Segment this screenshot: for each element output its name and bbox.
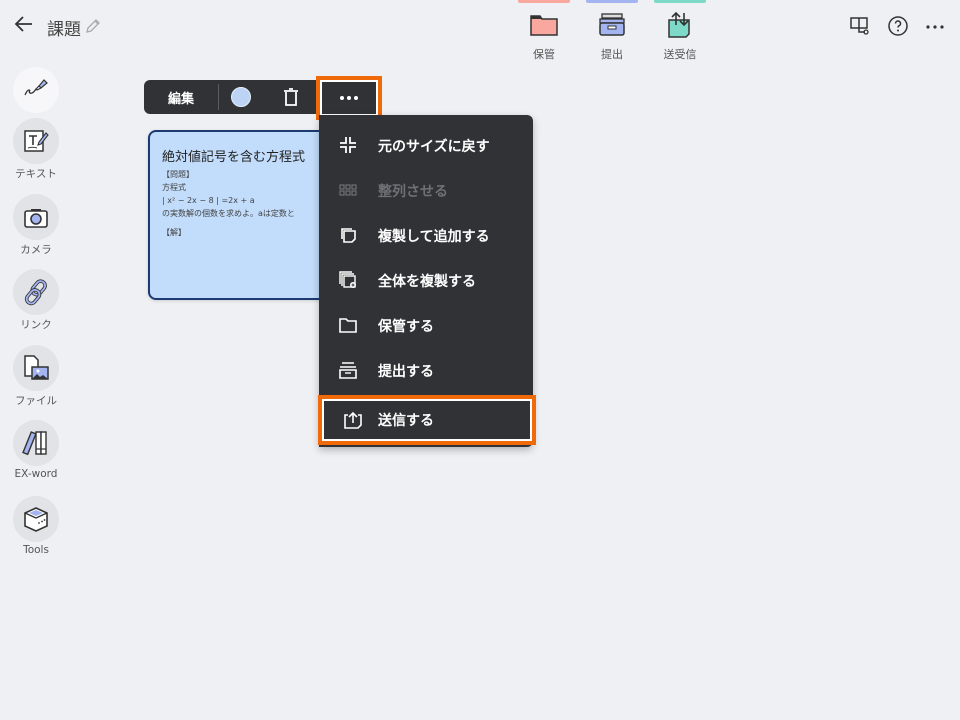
tool-circle <box>13 194 59 240</box>
tool-label: EX-word <box>14 468 58 480</box>
delete-button[interactable] <box>282 87 300 107</box>
dictionary-icon <box>22 431 47 456</box>
card-line: の実数解の個数を求めよ。aは定数と <box>162 209 295 218</box>
tool-camera[interactable]: カメラ <box>10 194 62 257</box>
card-line: | x² − 2x − 8 | =2x + a <box>162 196 255 205</box>
menu-item-label: 整列させる <box>378 184 448 200</box>
menu-item-submit[interactable]: 提出する <box>319 348 533 393</box>
menu-item-restore-size[interactable]: 元のサイズに戻す <box>319 123 533 168</box>
menu-item-send[interactable]: 送信する <box>324 401 530 439</box>
send-icon <box>344 411 362 429</box>
pencil-icon <box>86 19 100 33</box>
grid-align-icon <box>339 184 357 196</box>
divider <box>218 84 219 110</box>
duplicate-all-icon <box>339 271 356 288</box>
tab-storage[interactable]: 保管 <box>510 0 578 68</box>
tool-circle <box>13 420 59 466</box>
drawer-icon <box>339 362 357 379</box>
more-menu-button[interactable] <box>923 14 947 38</box>
context-menu: 元のサイズに戻す 整列させる 複製して追加する 全体を複製する 保管する 提出す… <box>319 115 533 447</box>
tool-circle <box>13 269 59 315</box>
card-line: 方程式 <box>162 183 186 192</box>
dot <box>340 96 344 100</box>
more-horizontal-icon <box>926 25 944 29</box>
tab-indicator <box>586 0 638 3</box>
tool-text[interactable]: テキスト <box>10 118 62 181</box>
folder-icon <box>530 15 558 36</box>
tool-file[interactable]: ファイル <box>10 345 62 408</box>
board-button[interactable] <box>848 14 872 38</box>
top-tabs: 保管 提出 送受信 <box>510 0 720 70</box>
tool-circle <box>13 345 59 391</box>
menu-item-store[interactable]: 保管する <box>319 303 533 348</box>
camera-icon <box>24 209 48 228</box>
card-title: 絶対値記号を含む方程式 <box>162 150 306 165</box>
tab-indicator <box>518 0 570 3</box>
send-receive-icon <box>668 11 690 38</box>
help-icon <box>888 16 908 36</box>
tool-label: テキスト <box>15 168 57 180</box>
card[interactable]: 絶対値記号を含む方程式 【問題】 方程式 | x² − 2x − 8 | =2x… <box>148 130 328 300</box>
color-picker-button[interactable] <box>231 87 251 107</box>
folder-icon <box>339 318 357 333</box>
drawer-icon <box>599 13 625 36</box>
menu-item-label: 提出する <box>378 364 434 380</box>
tool-tools[interactable]: Tools <box>10 496 62 556</box>
duplicate-icon <box>341 228 356 243</box>
menu-item-label: 送信する <box>378 413 434 429</box>
tab-indicator <box>654 0 706 3</box>
tab-submit[interactable]: 提出 <box>578 0 646 68</box>
card-line: 【問題】 <box>162 170 194 179</box>
dot <box>354 96 358 100</box>
menu-item-duplicate-all[interactable]: 全体を複製する <box>319 258 533 303</box>
tab-label: 保管 <box>533 48 555 61</box>
tab-label: 送受信 <box>663 48 697 61</box>
menu-item-label: 元のサイズに戻す <box>378 139 490 155</box>
menu-item-label: 複製して追加する <box>378 229 490 245</box>
tool-pen[interactable] <box>10 67 62 113</box>
more-options-highlight <box>316 76 382 120</box>
arrow-left-icon <box>14 16 32 32</box>
tab-send-receive[interactable]: 送受信 <box>646 0 714 68</box>
tool-circle <box>13 67 59 113</box>
board-presentation-icon <box>850 17 869 35</box>
help-button[interactable] <box>886 14 910 38</box>
pen-icon <box>24 79 48 96</box>
tool-link[interactable]: リンク <box>10 269 62 332</box>
tool-label: カメラ <box>20 244 52 256</box>
text-icon <box>24 130 49 152</box>
tool-circle <box>13 118 59 164</box>
tool-label: ファイル <box>15 395 57 407</box>
shrink-icon <box>340 137 356 153</box>
tool-label: リンク <box>20 319 52 331</box>
tab-label: 提出 <box>601 48 623 61</box>
tool-circle <box>13 496 59 542</box>
send-highlight: 送信する <box>318 395 536 445</box>
tool-label: Tools <box>23 544 49 556</box>
dot <box>347 96 351 100</box>
edit-button[interactable]: 編集 <box>167 91 194 107</box>
card-line: 【解】 <box>162 228 186 237</box>
link-icon <box>24 279 47 306</box>
tool-exword[interactable]: EX-word <box>10 420 62 480</box>
menu-item-align[interactable]: 整列させる <box>319 168 533 213</box>
back-button[interactable] <box>12 12 36 36</box>
menu-item-duplicate[interactable]: 複製して追加する <box>319 213 533 258</box>
menu-item-label: 保管する <box>378 319 434 335</box>
more-options-button[interactable] <box>322 82 376 114</box>
menu-item-label: 全体を複製する <box>378 274 476 290</box>
trash-icon <box>284 88 298 106</box>
page-title: 課題 <box>47 20 81 40</box>
tools-box-icon <box>24 507 48 532</box>
file-icon <box>24 355 49 380</box>
edit-title-button[interactable] <box>84 17 102 35</box>
